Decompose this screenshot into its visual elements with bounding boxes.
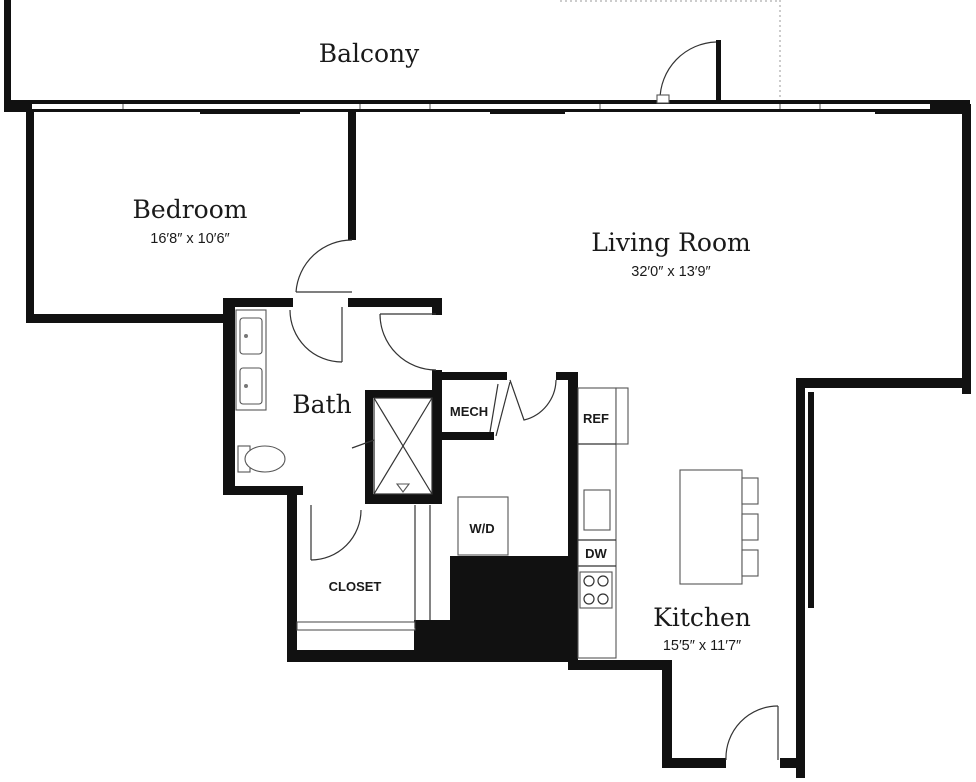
kitchen-island [679, 469, 759, 585]
hall-door[interactable] [379, 313, 437, 371]
bath-door[interactable] [289, 309, 343, 363]
living-walls [796, 104, 971, 778]
kitchen-dimensions: 15′5″ x 11′7″ [663, 638, 741, 654]
entry-door[interactable] [725, 705, 779, 761]
balcony-left-wall [4, 0, 11, 100]
mech-laundry-walls [287, 372, 578, 662]
vanity [235, 309, 267, 411]
mech-label: MECH [450, 404, 488, 419]
shower [351, 397, 433, 495]
bedroom-dimensions: 16′8″ x 10′6″ [150, 231, 229, 247]
bedroom-door[interactable] [295, 239, 353, 293]
bedroom-label: Bedroom [133, 195, 248, 224]
window-wall [4, 100, 970, 114]
dishwasher-label: DW [585, 546, 607, 561]
washer-dryer-label: W/D [469, 521, 494, 536]
living-room-dimensions: 32′0″ x 13′9″ [631, 264, 710, 280]
washer-dryer [457, 496, 509, 556]
balcony-area [4, 0, 781, 100]
balcony-label: Balcony [319, 39, 420, 68]
toilet-icon [237, 445, 286, 473]
ref-label: REF [583, 411, 609, 426]
kitchen-counter [577, 387, 629, 659]
living-room-label: Living Room [591, 228, 751, 257]
bath-walls [223, 298, 442, 661]
balcony-door[interactable] [656, 40, 721, 104]
mech-door[interactable] [509, 379, 557, 421]
closet [296, 505, 431, 631]
closet-label: CLOSET [329, 579, 382, 594]
bedroom-walls [26, 112, 356, 323]
kitchen-walls [568, 660, 804, 768]
bath-label: Bath [292, 390, 351, 419]
kitchen-label: Kitchen [653, 603, 751, 632]
